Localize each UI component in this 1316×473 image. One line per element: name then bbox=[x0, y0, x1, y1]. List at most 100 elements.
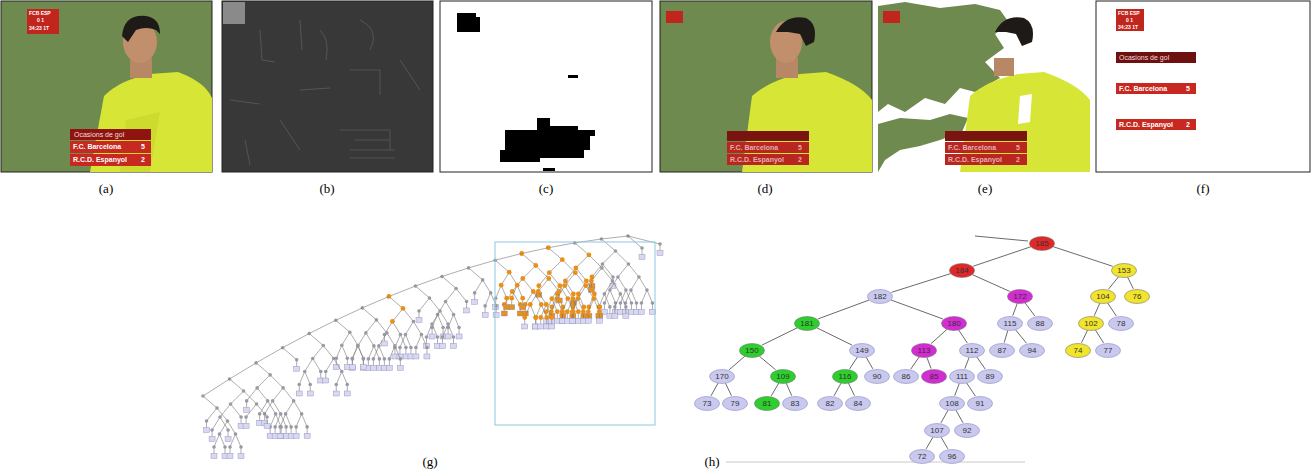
tree-dot bbox=[284, 412, 288, 416]
overlay-text: 5 bbox=[1016, 144, 1020, 151]
tree-branch bbox=[413, 321, 421, 334]
tree-branch bbox=[442, 276, 456, 288]
tree-node: 74 bbox=[1065, 343, 1091, 358]
tree-branch bbox=[257, 388, 268, 401]
tree-dot bbox=[430, 322, 434, 326]
tree-dot bbox=[226, 428, 230, 432]
tree-edge bbox=[955, 383, 960, 395]
tree-branch bbox=[366, 320, 377, 333]
tree-branch bbox=[615, 294, 621, 307]
overlay-text: F.C. Barcelona bbox=[948, 144, 996, 151]
node-number: 182 bbox=[867, 289, 893, 304]
tree-dot bbox=[645, 288, 649, 292]
tree-leaf bbox=[549, 324, 555, 329]
node-number: 77 bbox=[1095, 343, 1121, 358]
tree-branch bbox=[220, 421, 228, 434]
tree-branch bbox=[350, 332, 358, 345]
tree-node: 107 bbox=[924, 423, 950, 438]
edge-line bbox=[725, 383, 731, 396]
tree-branch bbox=[454, 314, 460, 327]
tree-branch bbox=[443, 324, 449, 337]
tree-dot bbox=[557, 283, 562, 288]
overlay-text: FCB ESP bbox=[1118, 11, 1140, 16]
tree-dot bbox=[351, 356, 355, 360]
edge-line bbox=[759, 356, 775, 370]
tree-leaf bbox=[381, 341, 387, 346]
tree-leaf bbox=[596, 313, 602, 318]
tree-leaf bbox=[243, 423, 249, 428]
tree-leaf bbox=[451, 344, 457, 349]
node-number: 170 bbox=[709, 369, 735, 384]
tree-dot bbox=[245, 399, 249, 403]
tree-leaf bbox=[429, 334, 435, 339]
tree-branch bbox=[220, 434, 226, 447]
tree-dot bbox=[346, 356, 350, 360]
tree-branch bbox=[203, 379, 230, 396]
overlay-text: Ocasions de gol bbox=[1119, 54, 1169, 61]
tree-node: 116 bbox=[832, 369, 858, 384]
tree-branch bbox=[626, 290, 632, 303]
tree-branch bbox=[536, 266, 549, 279]
tree-node: 72 bbox=[909, 449, 935, 464]
tree-leaf bbox=[440, 344, 446, 349]
tree-leaf bbox=[560, 313, 566, 318]
tree-branch bbox=[230, 379, 244, 391]
tree-node: 86 bbox=[893, 369, 919, 384]
tree-node: 150 bbox=[739, 343, 765, 358]
tree-dot bbox=[573, 270, 578, 275]
node-number: 153 bbox=[1111, 263, 1137, 278]
tree-edge bbox=[1108, 303, 1117, 316]
tree-dot bbox=[570, 296, 575, 301]
tree-dot bbox=[281, 386, 285, 390]
edge-line bbox=[956, 410, 963, 423]
tree-dot bbox=[218, 415, 222, 419]
node-number: 181 bbox=[794, 316, 820, 331]
tree-dot bbox=[393, 344, 397, 348]
tree-g bbox=[201, 234, 663, 458]
tree-dot bbox=[531, 289, 536, 294]
tree-dot bbox=[414, 346, 418, 350]
tree-dot bbox=[372, 357, 376, 361]
tree-node: 149 bbox=[849, 343, 875, 358]
tree-edge bbox=[891, 300, 943, 319]
tree-dot bbox=[340, 343, 344, 347]
tree-dot bbox=[279, 425, 283, 429]
node-number: 94 bbox=[1019, 343, 1045, 358]
node-number: 150 bbox=[739, 343, 765, 358]
edge-line bbox=[762, 328, 797, 345]
tree-dot bbox=[640, 301, 644, 305]
tree-edge bbox=[931, 329, 947, 343]
tree-branch bbox=[379, 346, 385, 359]
edge-line bbox=[931, 329, 947, 343]
overlay-text: 0 1 bbox=[1126, 18, 1133, 23]
tree-branch bbox=[620, 294, 626, 307]
tree-node: 185 bbox=[1029, 236, 1055, 251]
tree-branch bbox=[647, 290, 653, 303]
tree-leaf bbox=[278, 433, 284, 438]
edge-line bbox=[1081, 330, 1087, 343]
tree-dot bbox=[234, 432, 238, 436]
tree-edge bbox=[711, 383, 718, 396]
tree-dot bbox=[608, 305, 612, 309]
overlay-text: 34:23 1T bbox=[29, 26, 49, 31]
tree-dot bbox=[629, 288, 633, 292]
tree-dot bbox=[630, 301, 634, 305]
edge-line bbox=[817, 328, 852, 345]
tree-branch bbox=[403, 308, 414, 321]
tree-dot bbox=[571, 291, 576, 296]
edge-line bbox=[1094, 303, 1100, 315]
overlay-text: 2 bbox=[1016, 156, 1020, 163]
edge-line bbox=[866, 357, 873, 369]
tree-edge bbox=[941, 437, 948, 449]
tree-branch bbox=[456, 288, 467, 301]
tree-dot bbox=[289, 425, 293, 429]
tree-leaf bbox=[244, 407, 250, 412]
panel-caption: (h) bbox=[704, 455, 719, 468]
tree-leaf bbox=[445, 334, 451, 339]
tree-dot bbox=[210, 428, 214, 432]
tree-dot bbox=[586, 309, 591, 314]
node-number: 83 bbox=[782, 396, 808, 411]
tree-dot bbox=[483, 304, 487, 308]
tree-leaf bbox=[349, 365, 355, 370]
